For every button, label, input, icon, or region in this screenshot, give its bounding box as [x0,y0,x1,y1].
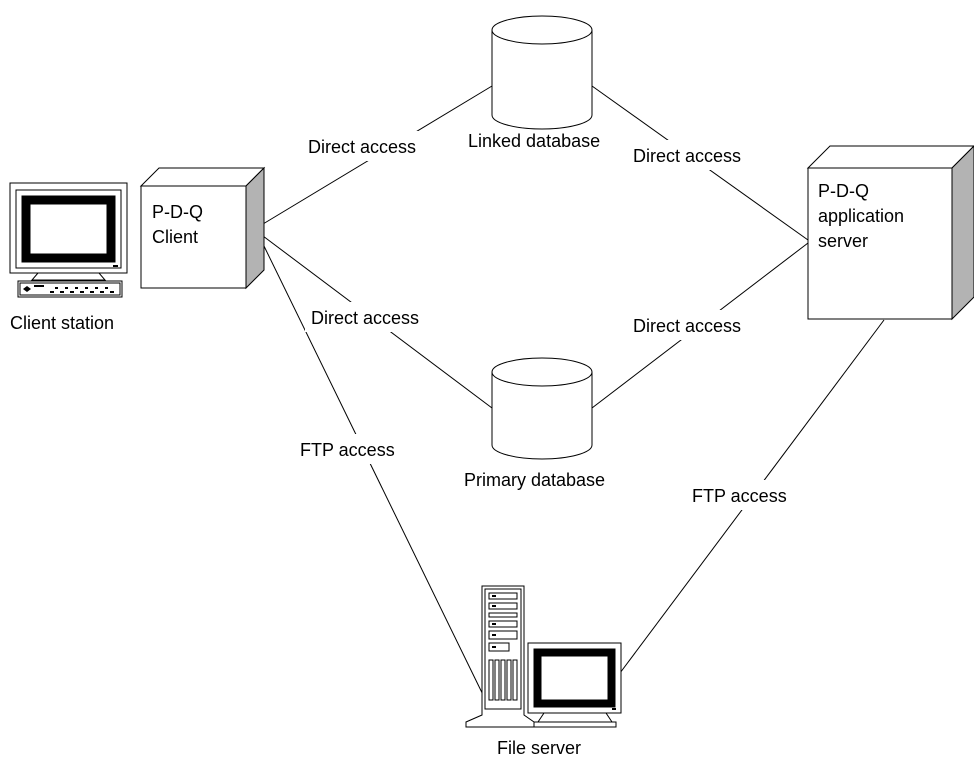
linked-database-icon [491,15,593,130]
pdq-app-server-box [806,145,974,321]
label-primary-to-app: Direct access [633,316,741,336]
label-app-to-file: FTP access [692,486,787,506]
label-linked-to-app: Direct access [633,146,741,166]
pdq-app-server-label-line1: P-D-Q [818,181,869,201]
file-server-icon [465,585,622,728]
label-client-to-file: FTP access [300,440,395,460]
linked-database-label: Linked database [468,131,600,151]
pdq-client-box [139,166,266,290]
client-station-label: Client station [10,313,114,333]
pdq-app-server-label-line2: application [818,206,904,226]
connection-labels: Direct access Direct access Direct acces… [294,131,820,510]
primary-database-icon [491,357,593,460]
client-station-icon [9,182,128,298]
label-client-to-primary: Direct access [311,308,419,328]
pdq-client-label-line1: P-D-Q [152,202,203,222]
primary-database-label: Primary database [464,470,605,490]
line-client-to-file [262,243,489,706]
file-server-label: File server [497,738,581,758]
pdq-client-label-line2: Client [152,227,198,247]
label-client-to-linked: Direct access [308,137,416,157]
pdq-app-server-label-line3: server [818,231,868,251]
